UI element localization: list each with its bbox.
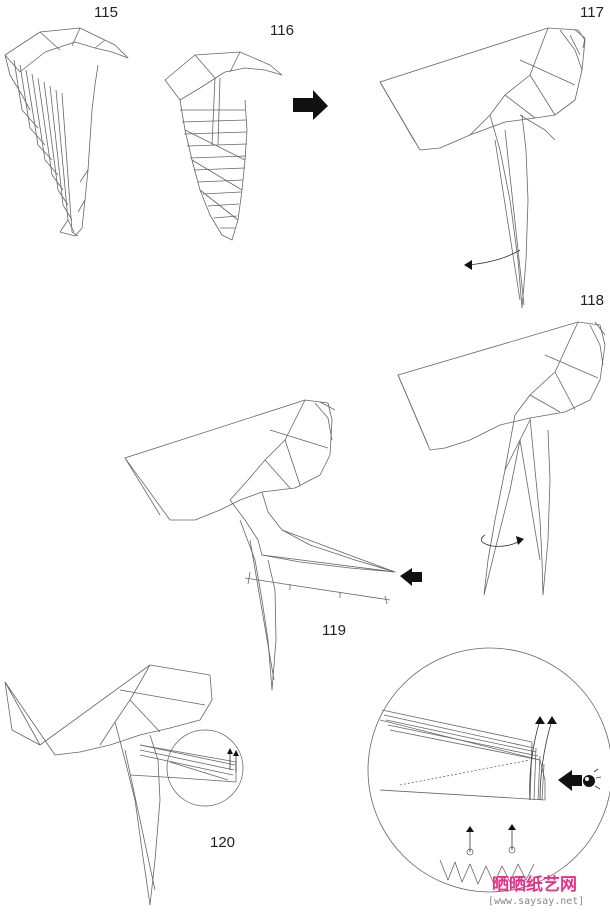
step-label-117: 117 — [580, 4, 604, 21]
step-118-model — [398, 322, 605, 595]
arrowhead-detail-b — [547, 716, 557, 724]
step-115-model — [5, 28, 128, 236]
lift-arrows-bottom — [470, 828, 512, 852]
step-117-model — [380, 28, 585, 308]
arrowhead-117 — [464, 260, 472, 270]
arrowhead-bottom-a — [466, 826, 474, 832]
next-arrow-icon — [293, 90, 328, 120]
step-120-model — [5, 665, 244, 905]
watermark-url: [www.saysay.net] — [488, 896, 585, 907]
rotate-arrow-118 — [481, 535, 522, 546]
step-label-118: 118 — [580, 292, 604, 309]
step-label-120: 120 — [210, 834, 236, 851]
step-label-116: 116 — [270, 22, 294, 39]
lift-arrows-120 — [230, 752, 236, 772]
step-119-model — [125, 400, 395, 690]
step-116-model — [165, 52, 282, 240]
step-label-119: 119 — [322, 622, 346, 639]
detail-zoom-circle — [367, 647, 610, 893]
arrowhead-120a — [227, 748, 233, 754]
arrowhead-bottom-b — [508, 824, 516, 830]
push-arrow-detail-icon — [558, 770, 582, 791]
eye-icon — [583, 769, 601, 789]
push-arrow-icon — [400, 568, 422, 586]
rotate-arrow-117 — [468, 250, 520, 265]
lift-arrows-detail — [530, 720, 552, 800]
arrowhead-120b — [233, 750, 239, 756]
watermark-site-name: 晒晒纸艺网 — [492, 875, 577, 895]
arrowhead-detail-a — [535, 716, 545, 724]
step-label-115: 115 — [94, 4, 118, 21]
arrowhead-118 — [516, 536, 524, 545]
